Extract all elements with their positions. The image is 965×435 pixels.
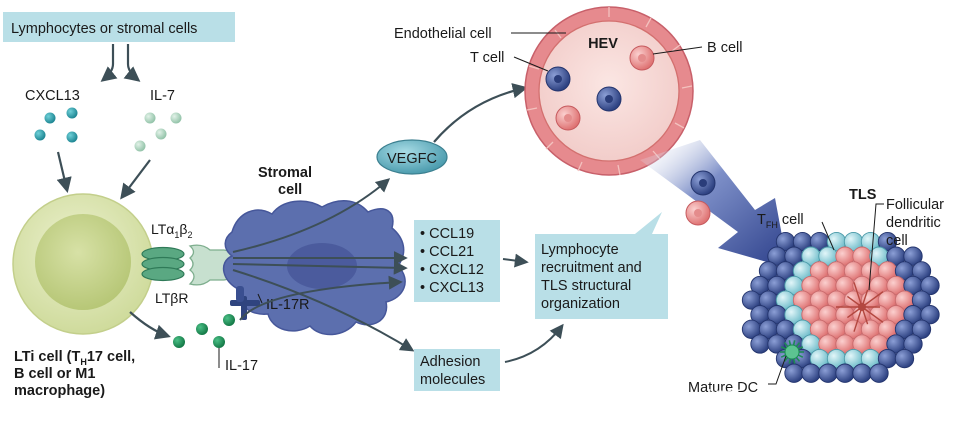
tls-t-cell [818, 363, 838, 383]
b-cell-label: B cell [707, 40, 742, 56]
fdc-body [858, 303, 866, 311]
fdc-process [853, 306, 863, 332]
tls-t-cell [911, 290, 932, 310]
vegfc-node: VEGFC [376, 139, 448, 175]
arrow-il7-to-lti [120, 159, 151, 200]
stromal-label-line2: cell [278, 182, 302, 198]
source-box-label: Lymphocytes or stromal cells [11, 21, 197, 37]
arrow-cxcl13-to-lti [56, 151, 72, 193]
fdc-label-line1: Follicular [886, 197, 944, 213]
tls-t-cell [903, 334, 923, 354]
arrow-to-il7 [123, 63, 141, 82]
fdc-process [853, 282, 863, 308]
arrow-vegfc-to-hev [433, 83, 529, 143]
ltbr-receptor [188, 244, 233, 286]
mature-dc-body [784, 344, 800, 360]
tls-t-cell [894, 348, 915, 369]
ltbr-label: LTβR [155, 290, 188, 306]
arrow-adhesion-to-recruitment [504, 323, 564, 363]
hev-t-cells [545, 66, 622, 112]
recruitment-line: Lymphocyte [541, 242, 619, 258]
il7-label: IL-7 [150, 88, 175, 104]
tls-t-cell [835, 363, 855, 383]
cxcl13-molecules [34, 107, 78, 143]
il17-label: IL-17 [225, 358, 258, 374]
chemokine-item: • CCL19 [420, 226, 474, 242]
chemokine-item: • CCL21 [420, 244, 474, 260]
chemokine-item: • CXCL13 [420, 280, 484, 296]
tls-t-cell [920, 305, 940, 325]
chemokine-item: • CXCL12 [420, 262, 484, 278]
hev-b-cells [555, 45, 655, 131]
tls-t-cell [784, 363, 804, 383]
t-cell-label: T cell [470, 50, 504, 66]
tls-cluster [741, 231, 940, 383]
vegfc-label: VEGFC [387, 151, 437, 167]
tls-t-cell [869, 363, 889, 383]
il17r-label: IL-17R [266, 297, 310, 313]
arrow-il17r-to-chemokines [239, 275, 403, 321]
fdc-process [861, 291, 884, 308]
il17-molecules [173, 314, 235, 348]
tls-t-cell [852, 363, 872, 383]
tls-t-cell [903, 246, 923, 266]
fdc-process [861, 306, 884, 323]
tfh-label: TFH cell [757, 212, 804, 230]
arrow-chemokines-to-recruitment [502, 253, 529, 268]
adhesion-box: Adhesion molecules [414, 349, 500, 391]
source-box: Lymphocytes or stromal cells [3, 12, 235, 42]
migrating-b-cell [685, 200, 711, 226]
chemokines-box: • CCL19 • CCL21 • CXCL12 • CXCL13 [414, 220, 500, 302]
tls-t-cell [911, 261, 932, 281]
tls-t-cell [911, 319, 932, 339]
lti-label-line3: macrophage) [14, 383, 105, 399]
recruitment-line: recruitment and [541, 260, 642, 276]
tls-t-cell [920, 275, 940, 296]
il17r-pointer [257, 293, 263, 304]
lti-label-line2: B cell or M1 [14, 366, 95, 382]
fdc-pointer [868, 203, 884, 291]
tfh-pointer [821, 221, 835, 251]
arrow-to-cxcl13 [100, 63, 118, 82]
lti-label-line1: LTi cell (TH17 cell, [14, 349, 135, 367]
arrow-stromal-to-chemokines-2 [232, 260, 408, 275]
adhesion-line: Adhesion [420, 354, 480, 370]
migration-arrow [640, 140, 788, 268]
lti-cell [12, 193, 154, 335]
arrow-lti-to-il17 [129, 311, 171, 340]
mature-dc-pointer [768, 355, 787, 385]
recruitment-line: TLS structural [541, 278, 631, 294]
fdc-label-line3: cell [886, 233, 908, 249]
mature-dc-label: Mature DC [688, 380, 758, 396]
arrow-stromal-to-vegfc [232, 178, 391, 253]
stromal-label-line1: Stromal [258, 165, 312, 181]
hev-label: HEV [588, 36, 618, 52]
tls-t-cell [750, 334, 770, 354]
tls-t-cell [801, 363, 821, 383]
endothelial-cell-label: Endothelial cell [394, 26, 492, 42]
lta1b2-ligand [141, 246, 185, 282]
recruitment-line: organization [541, 296, 620, 312]
fdc-label-line2: dendritic [886, 215, 941, 231]
arrow-stromal-to-adhesion [232, 269, 415, 352]
recruitment-box: Lymphocyte recruitment and TLS structura… [535, 212, 668, 319]
b-cell-pointer [652, 46, 703, 55]
adhesion-line: molecules [420, 372, 485, 388]
t-cell-pointer [513, 56, 549, 72]
il7-molecules [134, 112, 182, 152]
watermark-text: 知乎 @科研棍号三 [706, 388, 864, 410]
tls-t-cell [877, 231, 898, 252]
migrating-t-cell [690, 170, 716, 196]
lta1b2-label: LTα1β2 [151, 221, 193, 240]
tls-label: TLS [849, 187, 877, 203]
cxcl13-label: CXCL13 [25, 88, 80, 104]
